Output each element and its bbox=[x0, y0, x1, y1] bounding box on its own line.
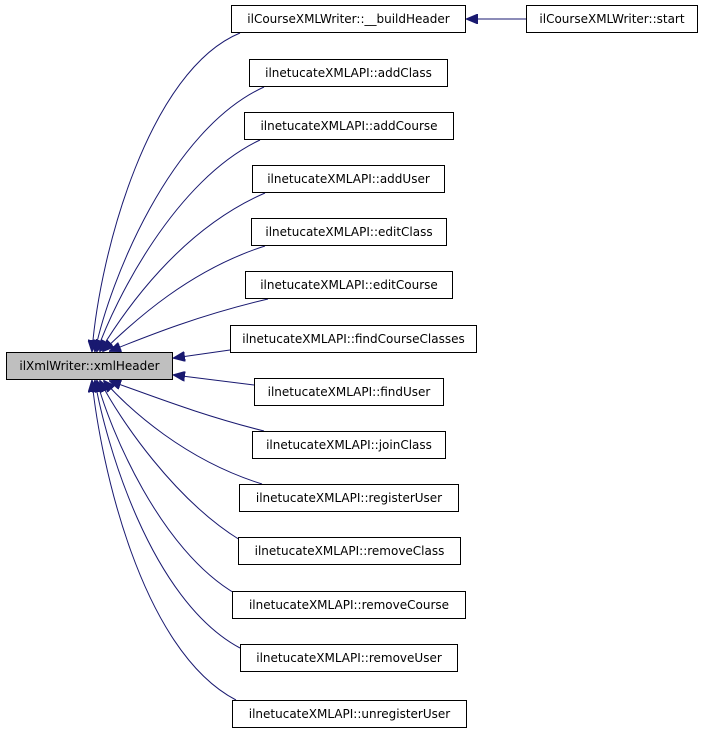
edge-edit-class-to-xml-header bbox=[103, 245, 266, 351]
caller-node-remove-course[interactable]: ilnetucateXMLAPI::removeCourse bbox=[232, 591, 466, 619]
edge-add-course-to-xml-header bbox=[97, 139, 261, 351]
caller-node-remove-user[interactable]: ilnetucateXMLAPI::removeUser bbox=[240, 644, 458, 672]
edges bbox=[92, 19, 526, 701]
edge-register-user-to-xml-header bbox=[104, 381, 263, 485]
edge-join-class-to-xml-header bbox=[110, 381, 265, 432]
focus-node: ilXmlWriter::xmlHeader bbox=[6, 352, 173, 380]
caller-node-build-header[interactable]: ilCourseXMLWriter::__buildHeader bbox=[231, 5, 466, 33]
caller-node-unregister-user[interactable]: ilnetucateXMLAPI::unregisterUser bbox=[232, 700, 467, 728]
caller-node-remove-class[interactable]: ilnetucateXMLAPI::removeClass bbox=[238, 537, 461, 565]
caller-node-find-user[interactable]: ilnetucateXMLAPI::findUser bbox=[254, 378, 444, 406]
caller-node-register-user[interactable]: ilnetucateXMLAPI::registerUser bbox=[239, 484, 459, 512]
edge-find-course-classes-to-xml-header bbox=[174, 349, 231, 358]
edge-build-header-to-xml-header bbox=[92, 32, 241, 351]
caller-node-edit-course[interactable]: ilnetucateXMLAPI::editCourse bbox=[245, 271, 453, 299]
edge-find-user-to-xml-header bbox=[174, 375, 255, 386]
caller-node-add-user[interactable]: ilnetucateXMLAPI::addUser bbox=[252, 165, 445, 193]
caller-node-find-course-classes[interactable]: ilnetucateXMLAPI::findCourseClasses bbox=[230, 325, 477, 353]
caller-node-join-class[interactable]: ilnetucateXMLAPI::joinClass bbox=[252, 431, 446, 459]
edge-unregister-user-to-xml-header bbox=[92, 381, 237, 701]
caller-node-edit-class[interactable]: ilnetucateXMLAPI::editClass bbox=[251, 218, 447, 246]
caller-node-course-writer-start[interactable]: ilCourseXMLWriter::start bbox=[526, 5, 698, 33]
edge-remove-course-to-xml-header bbox=[97, 381, 237, 595]
caller-node-add-class[interactable]: ilnetucateXMLAPI::addClass bbox=[249, 59, 448, 87]
edge-edit-course-to-xml-header bbox=[110, 298, 269, 351]
caller-node-add-course[interactable]: ilnetucateXMLAPI::addCourse bbox=[244, 112, 454, 140]
edge-add-class-to-xml-header bbox=[95, 86, 265, 351]
edge-remove-class-to-xml-header bbox=[100, 381, 241, 541]
edge-remove-user-to-xml-header bbox=[95, 381, 241, 649]
edge-add-user-to-xml-header bbox=[100, 192, 266, 351]
